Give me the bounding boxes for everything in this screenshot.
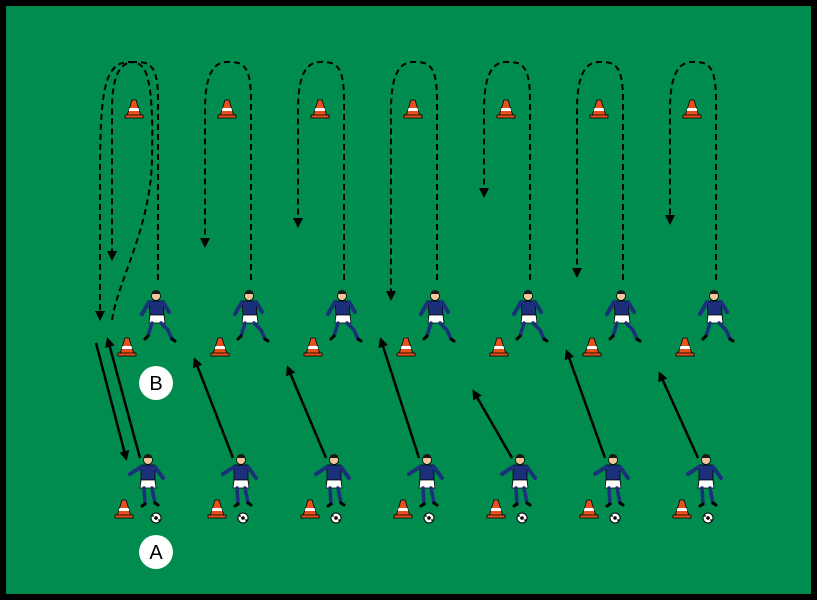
ball-icon (702, 512, 714, 524)
return-arrow (94, 342, 130, 461)
lane-5 (472, 60, 549, 524)
label-a: A (139, 535, 173, 569)
pass-arrow (564, 349, 607, 459)
dashed-run-arrow (293, 60, 345, 280)
dashed-run-arrow (479, 60, 531, 280)
ball-icon (516, 512, 528, 524)
ball-icon (609, 512, 621, 524)
drill-lanes (94, 60, 735, 524)
dashed-run-arrow (665, 60, 717, 280)
ball-icon (237, 512, 249, 524)
lane-6 (564, 60, 642, 524)
lane-3 (286, 60, 363, 524)
pass-arrow (658, 371, 700, 459)
label-b-text: B (149, 373, 162, 395)
lane-2 (192, 60, 270, 524)
dashed-run-arrow (386, 60, 438, 301)
pass-arrow (472, 389, 514, 459)
pitch (6, 6, 811, 594)
ball-icon (330, 512, 342, 524)
pass-arrow (378, 337, 421, 459)
pass-arrow (105, 337, 142, 459)
dashed-run-arrow (200, 60, 252, 280)
pass-arrow (286, 365, 328, 459)
lane-4 (378, 60, 456, 524)
ball-icon (150, 512, 162, 524)
label-a-text: A (149, 542, 163, 564)
pass-arrow (192, 357, 235, 459)
extra-return-run (95, 60, 154, 321)
dashed-run-arrow (572, 60, 624, 280)
ball-icon (423, 512, 435, 524)
label-b: B (139, 366, 173, 400)
lane-7 (658, 60, 735, 524)
